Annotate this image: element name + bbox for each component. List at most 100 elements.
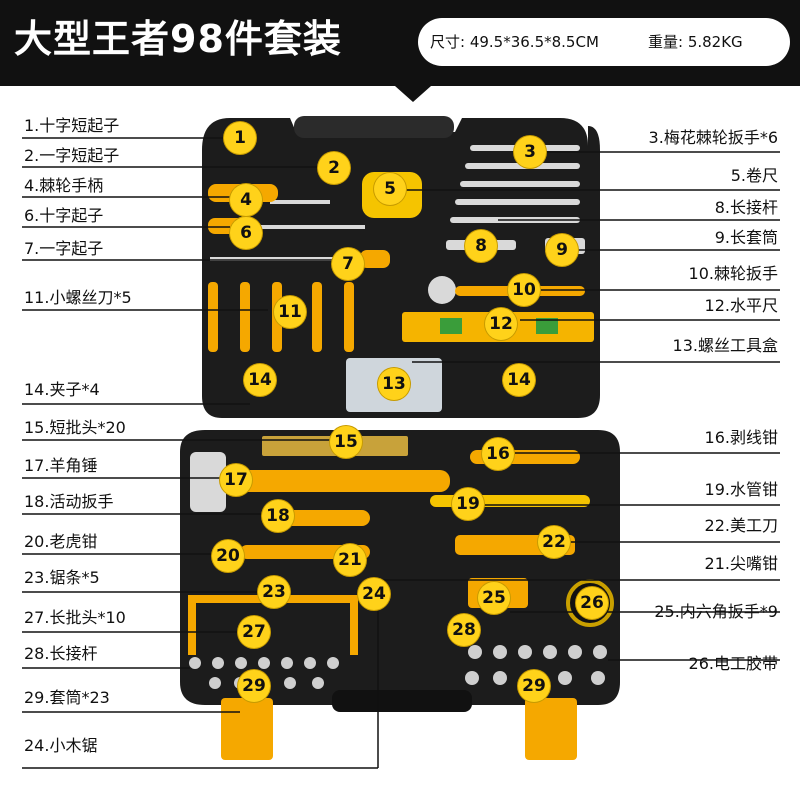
badge-6: 6: [230, 217, 262, 249]
screwdriver-shaft: [210, 257, 350, 261]
badge-26: 26: [576, 587, 608, 619]
socket-shape: [558, 671, 572, 685]
socket-shape: [312, 677, 324, 689]
badge-29-right: 29: [518, 670, 550, 702]
socket-shape: [493, 645, 507, 659]
label-combination-pliers: 20.老虎钳: [24, 532, 98, 551]
toolbox-upper-lid: [202, 118, 600, 418]
badge-3: 3: [514, 136, 546, 168]
socket-shape: [468, 645, 482, 659]
level-window: [536, 318, 558, 334]
socket-shape: [209, 677, 221, 689]
badge-29-left: 29: [238, 670, 270, 702]
socket-shape: [591, 671, 605, 685]
socket-shape: [235, 657, 247, 669]
socket-shape: [593, 645, 607, 659]
latch-left: [221, 698, 273, 760]
header-banner: 大型王者98件套装 尺寸: 49.5*36.5*8.5CM 重量: 5.82KG: [0, 0, 800, 86]
badge-16: 16: [482, 438, 514, 470]
badge-2: 2: [318, 152, 350, 184]
banner-pointer: [395, 86, 431, 102]
size-spec: 尺寸: 49.5*36.5*8.5CM: [430, 33, 599, 51]
label-short-bits: 15.短批头*20: [24, 418, 126, 437]
wrench-shape: [455, 199, 580, 205]
badge-12: 12: [485, 308, 517, 340]
wrench-shape: [460, 181, 580, 187]
socket-shape: [284, 677, 296, 689]
mini-screwdriver: [312, 282, 322, 352]
label-clamps: 14.夹子*4: [24, 380, 100, 399]
badge-25: 25: [478, 582, 510, 614]
badge-14-right: 14: [503, 364, 535, 396]
label-long-socket: 9.长套筒: [714, 228, 778, 247]
screwdriver-shaft: [245, 225, 365, 229]
socket-shape: [465, 671, 479, 685]
socket-shape: [327, 657, 339, 669]
label-cross-screwdriver: 6.十字起子: [24, 206, 104, 225]
hacksaw-frame-shape: [350, 595, 358, 655]
badge-27: 27: [238, 616, 270, 648]
label-claw-hammer: 17.羊角锤: [24, 456, 98, 475]
label-utility-knife: 22.美工刀: [704, 516, 778, 535]
label-long-extension-bar-left: 28.长接杆: [24, 644, 98, 663]
badge-21: 21: [334, 544, 366, 576]
mini-screwdriver: [208, 282, 218, 352]
leader-lines-right: [365, 151, 780, 661]
badge-20: 20: [212, 540, 244, 572]
socket-shape: [304, 657, 316, 669]
badge-8: 8: [465, 230, 497, 262]
badge-24: 24: [358, 578, 390, 610]
spec-pill: [418, 18, 790, 66]
label-needle-nose-pliers: 21.尖嘴钳: [704, 554, 778, 573]
label-small-wood-saw: 24.小木锯: [24, 736, 98, 755]
socket-shape: [543, 645, 557, 659]
socket-shape: [493, 671, 507, 685]
badge-5: 5: [374, 173, 406, 205]
label-flat-screwdriver: 7.一字起子: [24, 239, 104, 258]
label-saw-blades: 23.锯条*5: [24, 568, 100, 587]
badge-17: 17: [220, 464, 252, 496]
badge-10: 10: [508, 274, 540, 306]
badge-7: 7: [332, 248, 364, 280]
label-ratcheting-wrenches: 3.梅花棘轮扳手*6: [648, 128, 778, 147]
socket-shape: [189, 657, 201, 669]
socket-shape: [258, 657, 270, 669]
label-pipe-pliers: 19.水管钳: [704, 480, 778, 499]
hammer-head-shape: [190, 452, 226, 512]
label-screw-box: 13.螺丝工具盒: [672, 336, 778, 355]
leader-lines-left: [22, 137, 379, 769]
label-sockets: 29.套筒*23: [24, 688, 110, 707]
label-tape-measure: 5.卷尺: [730, 166, 778, 185]
hacksaw-frame-shape: [188, 595, 196, 655]
label-adjustable-wrench: 18.活动扳手: [24, 492, 114, 511]
mini-screwdriver: [240, 282, 250, 352]
badge-23: 23: [258, 576, 290, 608]
label-ratchet-handle: 4.棘轮手柄: [24, 176, 104, 195]
badge-22: 22: [538, 526, 570, 558]
latch-right: [525, 698, 577, 760]
socket-shape: [518, 645, 532, 659]
badge-14-left: 14: [244, 364, 276, 396]
label-cross-short-screwdriver: 1.十字短起子: [24, 116, 120, 135]
ratchet-head-shape: [428, 276, 456, 304]
badge-15: 15: [330, 426, 362, 458]
label-spirit-level: 12.水平尺: [704, 296, 778, 315]
badge-13: 13: [378, 368, 410, 400]
label-long-extension-bar-right: 8.长接杆: [714, 198, 778, 217]
badge-9: 9: [546, 234, 578, 266]
badge-18: 18: [262, 500, 294, 532]
mini-screwdriver: [344, 282, 354, 352]
badge-11: 11: [274, 296, 306, 328]
label-hex-keys: 25.内六角扳手*9: [654, 602, 778, 621]
label-wire-stripper: 16.剥线钳: [704, 428, 778, 447]
hammer-handle-shape: [220, 470, 450, 492]
weight-spec: 重量: 5.82KG: [648, 33, 743, 51]
product-title: 大型王者98件套装: [14, 17, 342, 61]
label-mini-screwdrivers: 11.小螺丝刀*5: [24, 288, 132, 307]
screwdriver-shaft: [270, 200, 330, 204]
level-window: [440, 318, 462, 334]
socket-shape: [212, 657, 224, 669]
badge-1: 1: [224, 122, 256, 154]
wrench-handle-shape: [270, 510, 370, 526]
